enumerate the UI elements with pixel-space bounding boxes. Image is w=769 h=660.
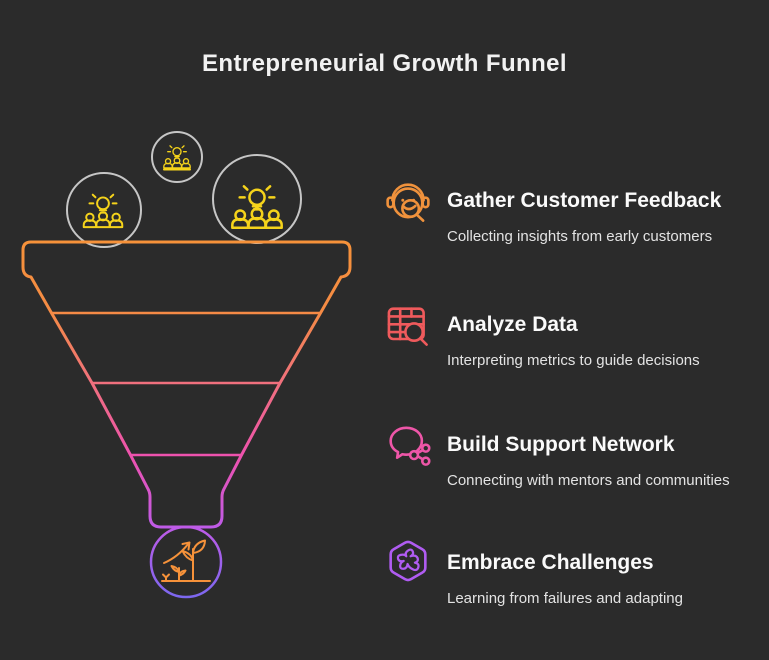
funnel-outline (21, 240, 352, 529)
idea-bubble-right (212, 154, 302, 244)
team-idea-icon (163, 145, 191, 171)
idea-bubble-middle (151, 131, 203, 183)
list-item-gather-customer-feedback: Gather Customer Feedback Collecting insi… (382, 176, 721, 246)
data-table-search-icon (382, 300, 434, 352)
item-description: Connecting with mentors and communities (447, 472, 730, 490)
idea-bubble-left (66, 172, 142, 248)
bubble-ring (151, 131, 203, 183)
outlet-ring (149, 525, 223, 599)
item-description: Learning from failures and adapting (447, 590, 683, 608)
item-description: Collecting insights from early customers (447, 228, 713, 246)
bubble-ring (66, 172, 142, 248)
growth-funnel-diagram (21, 131, 352, 599)
chat-network-icon (382, 420, 434, 472)
item-title: Embrace Challenges (447, 551, 654, 574)
item-title: Build Support Network (447, 433, 675, 456)
item-description: Interpreting metrics to guide decisions (447, 352, 700, 370)
page-title: Entrepreneurial Growth Funnel (202, 50, 567, 77)
bubble-ring (212, 154, 302, 244)
list-item-build-support-network: Build Support Network Connecting with me… (382, 420, 730, 490)
item-title: Gather Customer Feedback (447, 189, 722, 212)
team-idea-icon (82, 193, 124, 229)
list-item-analyze-data: Analyze Data Interpreting metrics to gui… (382, 300, 700, 370)
growth-plant-icon (161, 539, 211, 582)
list-item-embrace-challenges: Embrace Challenges Learning from failure… (382, 538, 683, 608)
customer-feedback-headset-icon (382, 176, 434, 228)
hexagon-splash-icon (382, 538, 434, 590)
item-title: Analyze Data (447, 313, 578, 336)
team-idea-icon (231, 185, 283, 230)
